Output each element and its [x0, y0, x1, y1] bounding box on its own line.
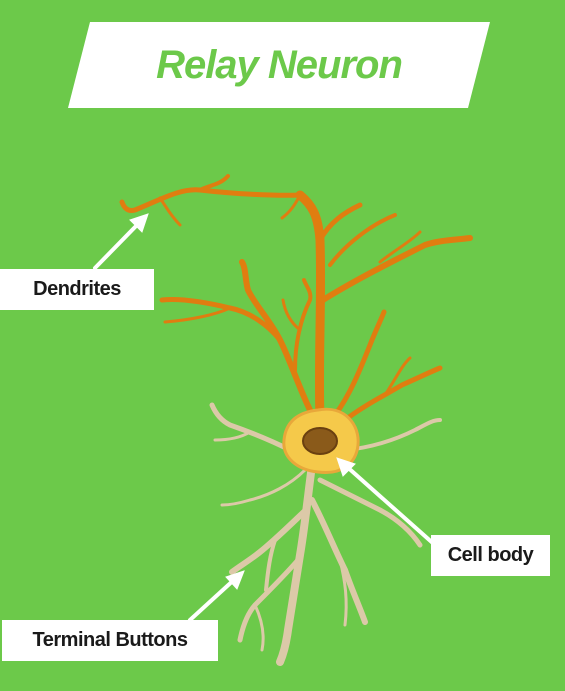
terminal-branches — [209, 402, 442, 666]
title-banner: Relay Neuron — [68, 22, 490, 108]
pointer-arrows — [93, 213, 437, 622]
dendrites-arrow — [93, 213, 149, 270]
page-title: Relay Neuron — [156, 42, 403, 87]
terminal-buttons-arrow — [188, 570, 245, 622]
dendrites — [119, 174, 473, 425]
label-dendrites: Dendrites — [0, 269, 154, 310]
label-cell-body: Cell body — [431, 535, 550, 576]
cell-body-arrow — [336, 457, 437, 547]
label-terminal-buttons: Terminal Buttons — [2, 620, 218, 661]
cell-body — [282, 407, 360, 475]
nucleus — [302, 427, 338, 455]
